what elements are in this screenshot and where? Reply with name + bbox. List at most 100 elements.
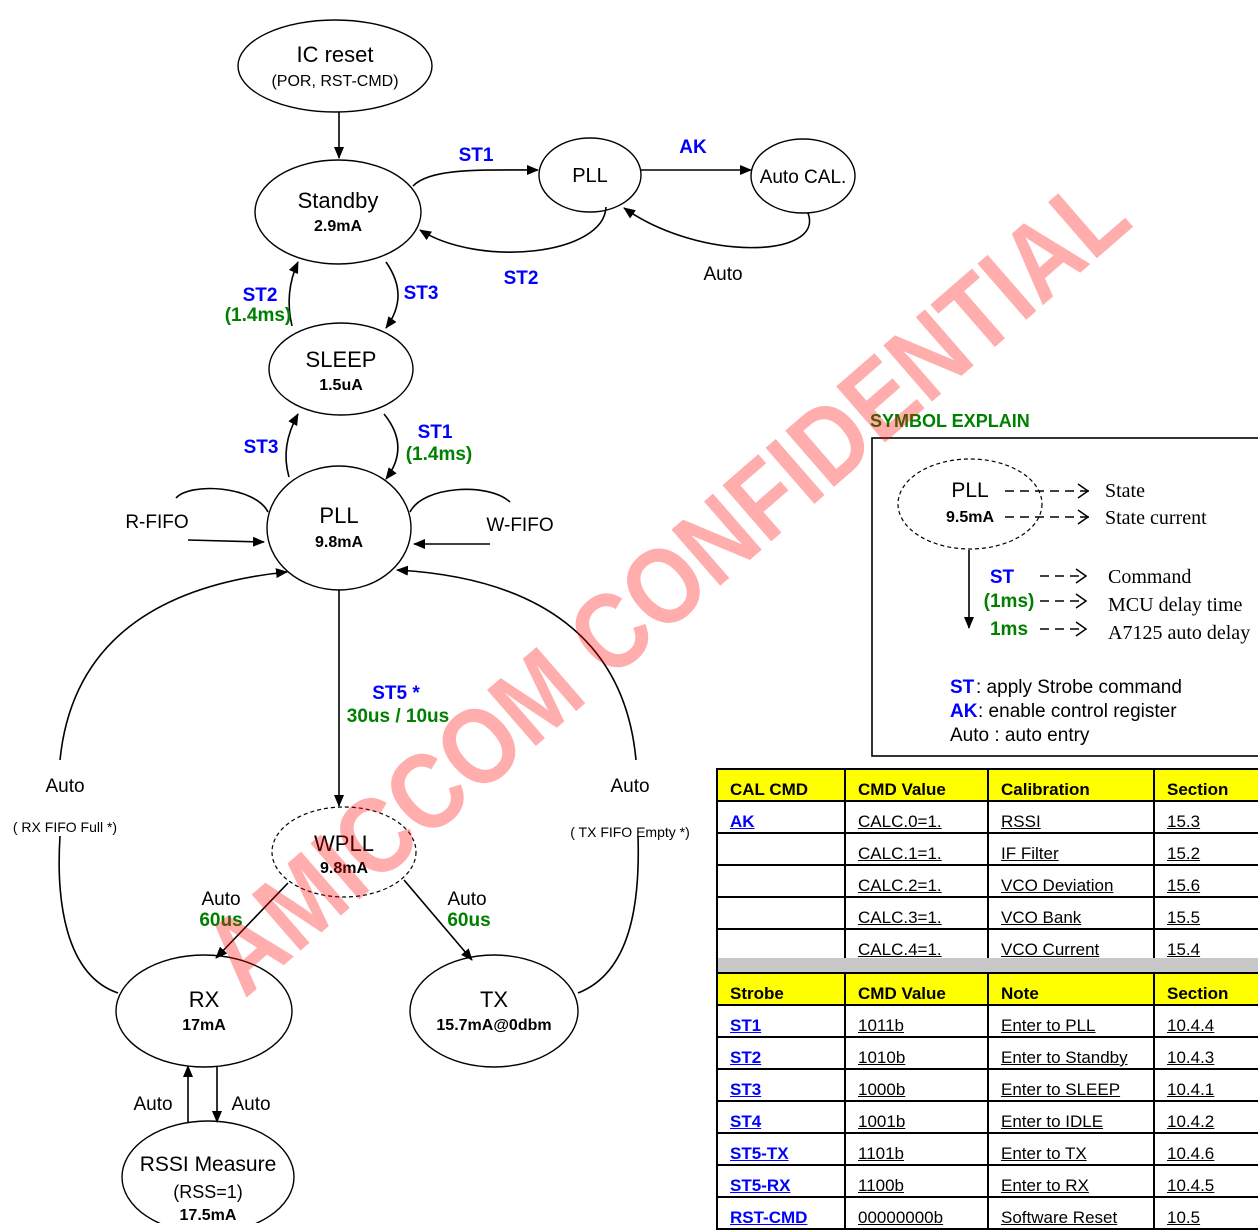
label-auto-tx: Auto <box>447 889 486 910</box>
symbol-legend: SYMBOL EXPLAIN PLL 9.5mA State State cur… <box>870 411 1258 757</box>
cal-header-section: Section <box>1153 768 1258 802</box>
tx-label: TX <box>480 987 508 1012</box>
wpll-current: 9.8mA <box>320 860 368 877</box>
rssi-sub: (RSS=1) <box>173 1182 243 1202</box>
strobe-cell: ST4 <box>716 1100 846 1134</box>
arrow-standby-to-sleep <box>385 261 399 329</box>
cal-cell: 15.4 <box>1153 928 1258 962</box>
strobe-cell: 1000b <box>844 1068 989 1102</box>
label-auto-rx: Auto <box>201 889 240 910</box>
state-rx: RX 17mA <box>115 954 293 1068</box>
cal-cell: 15.5 <box>1153 896 1258 930</box>
cal-cell: CALC.2=1. <box>844 864 989 898</box>
label-st5: ST5 * <box>372 683 420 704</box>
strobe-cell: 10.4.3 <box>1153 1036 1258 1070</box>
legend-auto-delay-sample: 1ms <box>990 619 1028 640</box>
cal-cell <box>716 928 846 962</box>
cal-cell: RSSI <box>987 800 1155 834</box>
strobe-cell: 10.4.2 <box>1153 1100 1258 1134</box>
arrow-rx-side <box>58 835 119 994</box>
strobe-header-strobe: Strobe <box>716 972 846 1006</box>
label-auto-tx-delay: 60us <box>447 910 490 931</box>
legend-sample-state: PLL <box>951 479 988 502</box>
transition-arrows <box>58 112 811 1123</box>
ic-reset-sub: (POR, RST-CMD) <box>271 73 398 90</box>
state-tx: TX 15.7mA@0dbm <box>409 954 579 1068</box>
cal-cell: 15.3 <box>1153 800 1258 834</box>
strobe-cell: Enter to SLEEP <box>987 1068 1155 1102</box>
cal-cell: CALC.4=1. <box>844 928 989 962</box>
legend-title: SYMBOL EXPLAIN <box>870 411 1030 431</box>
table-separator <box>716 958 1258 972</box>
label-r-fifo: R-FIFO <box>125 512 188 533</box>
strobe-header-note: Note <box>987 972 1155 1006</box>
strobe-cell: ST2 <box>716 1036 846 1070</box>
pll-main-label: PLL <box>319 503 358 528</box>
sleep-label: SLEEP <box>306 347 377 372</box>
strobe-cell: Enter to RX <box>987 1164 1155 1198</box>
state-standby: Standby 2.9mA <box>254 159 422 265</box>
legend-state-current: State current <box>1105 507 1207 529</box>
cal-cell: VCO Current <box>987 928 1155 962</box>
table-row: ST3 1000b Enter to SLEEP 10.4.1 <box>716 1068 1258 1102</box>
table-row: CALC.3=1. VCO Bank 15.5 <box>716 896 1258 930</box>
cal-header-value: CMD Value <box>844 768 989 802</box>
legend-st: ST <box>990 567 1015 588</box>
legend-state: State <box>1105 480 1145 502</box>
label-st1-top: ST1 <box>459 145 494 166</box>
arrow-sleep-to-standby <box>288 261 299 327</box>
legend-st-key: ST <box>950 677 975 698</box>
legend-ak-desc: : enable control register <box>978 701 1177 722</box>
standby-label: Standby <box>298 188 379 213</box>
strobe-cell: Software Reset <box>987 1196 1155 1230</box>
arrow-wpll-to-tx <box>403 879 473 961</box>
label-st2-top: ST2 <box>504 268 539 289</box>
label-auto-rx-delay: 60us <box>199 910 242 931</box>
legend-ak-key: AK <box>950 701 978 722</box>
table-row: AK CALC.0=1. RSSI 15.3 <box>716 800 1258 834</box>
cal-cell: VCO Deviation <box>987 864 1155 898</box>
arrow-rfifo-loop-top <box>175 487 269 513</box>
cal-cell: IF Filter <box>987 832 1155 866</box>
label-auto-rssi-up: Auto <box>133 1094 172 1115</box>
wpll-label: WPLL <box>314 831 374 856</box>
cal-command-table: CAL CMD CMD Value Calibration Section AK… <box>716 768 1258 962</box>
strobe-cell: 10.4.6 <box>1153 1132 1258 1166</box>
strobe-header-section: Section <box>1153 972 1258 1006</box>
strobe-cell: ST5-RX <box>716 1164 846 1198</box>
strobe-cell: ST5-TX <box>716 1132 846 1166</box>
label-st1-mid: ST1 <box>418 422 453 443</box>
cal-cell <box>716 864 846 898</box>
table-row: CALC.4=1. VCO Current 15.4 <box>716 928 1258 962</box>
strobe-cell: 1101b <box>844 1132 989 1166</box>
cal-cell: 15.2 <box>1153 832 1258 866</box>
strobe-cell: 1011b <box>844 1004 989 1038</box>
legend-sample-current: 9.5mA <box>946 509 994 526</box>
tx-current: 15.7mA@0dbm <box>436 1017 551 1034</box>
arrow-wfifo-loop-top <box>409 488 511 513</box>
rx-label: RX <box>189 987 220 1012</box>
strobe-table-header: Strobe CMD Value Note Section <box>716 972 1258 1006</box>
legend-box <box>871 437 1258 757</box>
strobe-cell: Enter to PLL <box>987 1004 1155 1038</box>
label-auto-right: Auto <box>610 776 649 797</box>
cal-cell: CALC.3=1. <box>844 896 989 930</box>
cal-cell: VCO Bank <box>987 896 1155 930</box>
arrow-sleep-to-pll <box>383 413 399 480</box>
state-rssi-measure: RSSI Measure (RSS=1) 17.5mA <box>121 1120 295 1223</box>
cal-header-calibration: Calibration <box>987 768 1155 802</box>
strobe-cell: 00000000b <box>844 1196 989 1230</box>
auto-cal-label: Auto CAL. <box>760 167 847 188</box>
sleep-current: 1.5uA <box>319 377 363 394</box>
arrow-wpll-to-rx <box>215 882 289 959</box>
state-auto-cal: Auto CAL. <box>750 138 856 214</box>
cal-cell: CALC.1=1. <box>844 832 989 866</box>
arrow-rx-up-to-pll <box>59 568 288 761</box>
label-st1-delay: (1.4ms) <box>406 444 473 465</box>
strobe-cell: 10.4.5 <box>1153 1164 1258 1198</box>
cal-cell <box>716 896 846 930</box>
standby-current: 2.9mA <box>314 218 362 235</box>
strobe-cell: 1100b <box>844 1164 989 1198</box>
ic-reset-label: IC reset <box>296 42 373 67</box>
